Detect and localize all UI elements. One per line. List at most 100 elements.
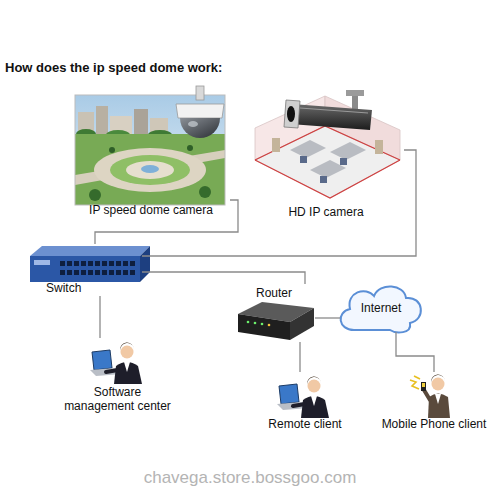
- network-switch-part: [74, 270, 79, 275]
- router-device-part: [238, 314, 290, 340]
- device-label: Remote client: [268, 417, 341, 431]
- operator-at-laptop-part: [124, 362, 130, 372]
- office-room-part: [375, 140, 383, 154]
- speed-dome-camera-part: [180, 118, 220, 138]
- network-cable: [315, 317, 340, 318]
- plaza-scene-part: [141, 165, 159, 173]
- plaza-scene: [75, 95, 225, 205]
- client-node: Software management center: [55, 338, 180, 414]
- remote-user-at-laptop-part: [311, 396, 317, 406]
- office-room: [255, 96, 400, 198]
- office-room-part: [340, 158, 347, 165]
- watermark-text: chavega.store.bossgoo.com: [0, 468, 500, 488]
- network-switch-part: [30, 256, 140, 282]
- speed-dome-camera-part: [176, 104, 224, 118]
- network-cable: [396, 332, 434, 372]
- plaza-scene-part: [94, 148, 206, 192]
- network-switch-part: [67, 270, 72, 275]
- remote-user-at-laptop-part: [308, 380, 321, 393]
- office-room-part: [330, 142, 366, 160]
- operator-at-laptop-part: [120, 342, 134, 350]
- network-switch-part: [109, 270, 114, 275]
- hd-bullet-camera-part: [287, 106, 295, 122]
- plaza-scene-part: [126, 161, 174, 179]
- network-switch-part: [88, 270, 93, 275]
- plaza-scene-part: [199, 186, 211, 198]
- network-cable: [99, 296, 100, 338]
- operator-at-laptop-part: [92, 350, 112, 370]
- network-switch-part: [30, 246, 150, 256]
- remote-user-at-laptop-part: [279, 384, 299, 404]
- router-node: Router: [233, 284, 315, 342]
- network-switch-part: [67, 261, 72, 266]
- cloud-node: Internet: [340, 283, 422, 332]
- office-room-part: [255, 160, 400, 198]
- office-room-part: [320, 176, 327, 183]
- remote-user-at-laptop-part: [301, 396, 329, 418]
- plaza-scene-part: [75, 95, 225, 205]
- operator-at-laptop-part: [106, 370, 118, 372]
- remote-user-at-laptop: [277, 376, 329, 418]
- device-label: Internet: [361, 301, 402, 315]
- mobile-phone-user: [410, 374, 450, 418]
- router-device: [238, 302, 314, 340]
- router-device-part: [247, 321, 250, 324]
- diagram-title: How does the ip speed dome work:: [5, 60, 222, 75]
- client-node: Remote client: [262, 372, 348, 432]
- device-label: IP speed dome camera: [89, 203, 213, 217]
- office-room-part: [300, 156, 307, 163]
- network-switch-part: [130, 270, 135, 275]
- network-switch-part: [60, 270, 65, 275]
- mobile-phone-user-part: [410, 380, 419, 389]
- operator-at-laptop-part: [121, 346, 134, 359]
- network-switch-part: [116, 270, 121, 275]
- mobile-phone-user-part: [431, 374, 445, 382]
- hd-bullet-camera-part: [346, 90, 364, 96]
- network-cable: [142, 272, 305, 284]
- plaza-scene-part: [109, 147, 115, 153]
- office-room-part: [272, 138, 280, 152]
- camera-node: HD IP camera: [248, 88, 404, 220]
- internet-cloud: [341, 286, 421, 332]
- client-node: Mobile Phone client: [372, 372, 496, 432]
- operator-at-laptop-part: [114, 362, 142, 384]
- camera-node: IP speed dome camera: [72, 92, 230, 218]
- network-switch-part: [34, 260, 50, 265]
- remote-user-at-laptop-part: [307, 376, 321, 384]
- network-switch-part: [88, 261, 93, 266]
- device-label: Software management center: [64, 385, 172, 413]
- device-label: HD IP camera: [288, 205, 363, 219]
- office-room-part: [255, 126, 400, 160]
- network-switch-part: [140, 246, 150, 282]
- network-switch-part: [116, 261, 121, 266]
- hd-bullet-camera-part: [284, 100, 300, 128]
- network-switch-part: [109, 261, 114, 266]
- router-device-part: [290, 308, 314, 340]
- speed-dome-camera-part: [196, 86, 204, 100]
- mobile-phone-user-part: [422, 383, 425, 387]
- speed-dome-camera-part: [188, 121, 198, 127]
- mobile-phone-user-part: [414, 376, 420, 379]
- plaza-scene-part: [134, 109, 148, 134]
- network-switch-part: [81, 270, 86, 275]
- mobile-phone-user-part: [435, 394, 441, 404]
- router-device-part: [261, 323, 264, 326]
- network-switch-part: [95, 270, 100, 275]
- switch-node: Switch: [28, 244, 142, 296]
- device-label: Switch: [46, 281, 81, 295]
- network-switch-part: [60, 261, 65, 266]
- mobile-phone-user-part: [421, 382, 426, 391]
- network-switch-part: [74, 261, 79, 266]
- plaza-scene-part: [187, 145, 193, 151]
- router-device-part: [268, 324, 271, 327]
- operator-at-laptop: [90, 342, 142, 384]
- network-switch-part: [130, 261, 135, 266]
- mobile-phone-user-part: [424, 390, 430, 400]
- device-label: Mobile Phone client: [382, 417, 487, 431]
- network-switch-part: [81, 261, 86, 266]
- device-label: Router: [256, 286, 292, 300]
- network-switch: [30, 246, 150, 282]
- hd-bullet-camera-part: [300, 108, 368, 113]
- plaza-scene-part: [96, 106, 108, 134]
